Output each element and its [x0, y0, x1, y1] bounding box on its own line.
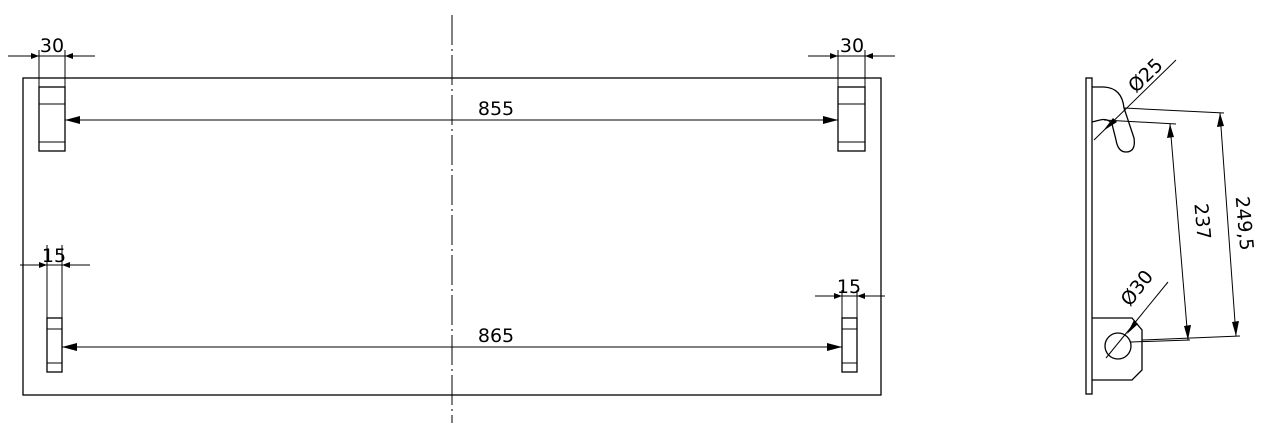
dim-label: 855	[478, 98, 514, 120]
dim-label: Ø30	[1117, 266, 1158, 310]
bracket-top-right	[837, 86, 866, 152]
lower-hole	[1104, 332, 1132, 360]
bracket-bottom-right	[841, 317, 858, 373]
dim-upper-hole-diameter: Ø25	[1093, 54, 1177, 141]
dim-label: 15	[42, 245, 66, 267]
dim-label: 15	[837, 276, 861, 298]
dim-top-left-width: 30	[8, 35, 95, 87]
lower-bracket	[1092, 317, 1143, 381]
dim-bottom-span: 865	[62, 325, 842, 351]
front-view: 30 30 855 15	[8, 15, 895, 423]
dim-bottom-right-width: 15	[815, 276, 885, 318]
dim-lower-hole-diameter: Ø30	[1105, 266, 1169, 359]
dim-outer-distance: 249,5	[1217, 112, 1258, 337]
dim-label: 865	[478, 325, 514, 347]
dim-bottom-left-width: 15	[20, 245, 90, 318]
dim-inner-distance: 237	[1167, 123, 1215, 341]
bracket-bottom-left	[46, 317, 63, 373]
dim-label: 30	[40, 35, 64, 57]
side-plate	[1085, 77, 1093, 395]
dim-top-span: 855	[65, 98, 838, 124]
upper-hook	[1091, 86, 1135, 153]
dim-label: 249,5	[1231, 195, 1258, 251]
dim-top-right-width: 30	[808, 35, 895, 87]
dim-label: Ø25	[1124, 54, 1167, 97]
side-view: Ø25 Ø30 237 249,5	[1085, 54, 1258, 395]
dim-label: 237	[1189, 202, 1214, 240]
dim-label: 30	[840, 35, 864, 57]
bracket-top-left	[38, 86, 66, 152]
